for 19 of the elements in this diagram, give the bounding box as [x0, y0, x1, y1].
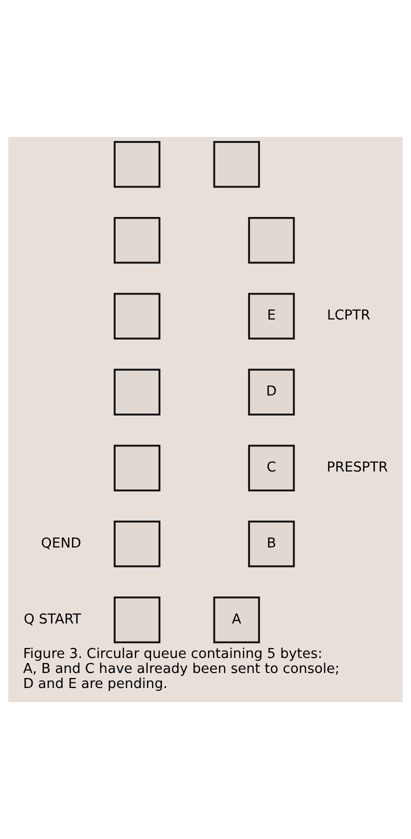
node-label: QEND [41, 535, 82, 552]
node-box [248, 216, 295, 264]
node-box: C [248, 444, 295, 492]
node-box [114, 444, 160, 492]
node-box [114, 520, 160, 568]
node-label: Q START [24, 611, 82, 628]
node-box [213, 141, 260, 188]
caption: Figure 3. Circular queue containing 5 bytes: A, B and C have already been sent to console; D and E are pending. [23, 646, 340, 692]
node-box: B [248, 520, 295, 568]
node-box: A [213, 596, 260, 644]
node-label: PRESPTR [326, 460, 388, 476]
node-box: D [248, 368, 295, 416]
node-box [114, 216, 160, 264]
node-box [114, 292, 160, 340]
node-box [114, 368, 160, 416]
node-box: E [248, 292, 295, 340]
node-box [114, 596, 160, 644]
node-label: LCPTR [326, 308, 370, 324]
node-box [114, 141, 160, 188]
